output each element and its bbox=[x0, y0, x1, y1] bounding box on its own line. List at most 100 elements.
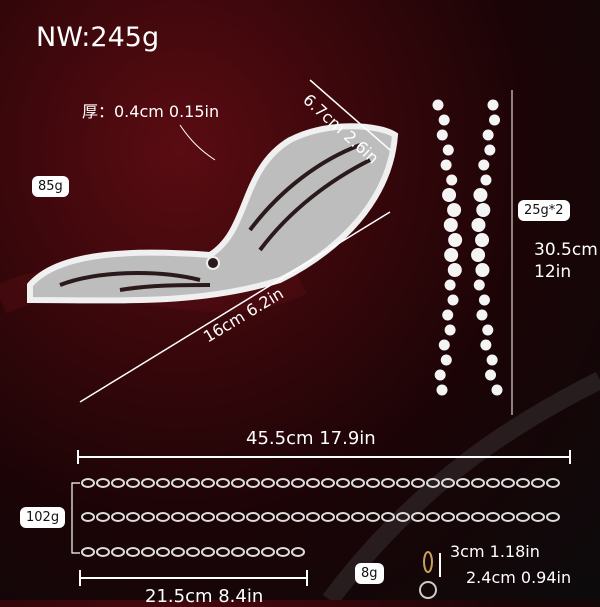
chain-link bbox=[546, 478, 560, 488]
pearl bbox=[436, 384, 448, 396]
chain-link bbox=[141, 512, 155, 522]
pearl bbox=[436, 129, 448, 141]
pearl bbox=[442, 309, 454, 321]
chain-link bbox=[441, 478, 455, 488]
chain-link bbox=[126, 512, 140, 522]
pearl bbox=[480, 339, 492, 351]
chain-link bbox=[291, 478, 305, 488]
chain-link bbox=[201, 512, 215, 522]
pearl bbox=[484, 144, 496, 156]
ring-diameter-label: 2.4cm 0.94in bbox=[466, 568, 572, 587]
pearl bbox=[442, 188, 457, 202]
pearl-straps: /* placeholder */ bbox=[432, 99, 503, 396]
chain-link bbox=[126, 478, 140, 488]
pearl bbox=[442, 144, 454, 156]
chain-link bbox=[81, 512, 95, 522]
pearl bbox=[486, 354, 498, 366]
pearl bbox=[473, 188, 488, 202]
long-chain-length: 45.5cm 17.9in bbox=[246, 428, 376, 449]
chain-link bbox=[486, 478, 500, 488]
chain-link bbox=[321, 478, 335, 488]
pearl-length-cm: 30.5cm bbox=[534, 240, 598, 260]
chain-link bbox=[186, 547, 200, 557]
pearl bbox=[476, 203, 491, 217]
chain-link bbox=[201, 547, 215, 557]
wing-thickness-label: 厚：0.4cm 0.15in bbox=[82, 102, 220, 121]
chain-link bbox=[111, 547, 125, 557]
pearl bbox=[485, 369, 497, 381]
chain-link bbox=[426, 512, 440, 522]
pearl bbox=[444, 324, 456, 336]
chains bbox=[81, 478, 560, 557]
chain-link bbox=[546, 512, 560, 522]
chain-link bbox=[531, 478, 545, 488]
chain-link bbox=[456, 478, 470, 488]
chain-link bbox=[111, 478, 125, 488]
pearl bbox=[475, 233, 490, 247]
pearl bbox=[432, 99, 444, 111]
pearl bbox=[446, 174, 458, 186]
chain-link bbox=[81, 547, 95, 557]
chain-link bbox=[246, 478, 260, 488]
chain-link bbox=[156, 478, 170, 488]
pearl bbox=[473, 279, 485, 291]
chain-link bbox=[486, 512, 500, 522]
pearl bbox=[478, 159, 490, 171]
wing-pendant bbox=[27, 123, 399, 304]
chain-link bbox=[531, 512, 545, 522]
pearl bbox=[476, 309, 488, 321]
chain-weight-badge: 102g bbox=[20, 507, 66, 528]
chain-link bbox=[246, 512, 260, 522]
wing-weight-badge: 85g bbox=[32, 176, 69, 197]
chain-link bbox=[396, 512, 410, 522]
chain-link bbox=[261, 547, 275, 557]
pearl bbox=[482, 324, 494, 336]
hook-length-label: 3cm 1.18in bbox=[450, 542, 540, 561]
pearl bbox=[447, 263, 462, 277]
chain-link bbox=[96, 512, 110, 522]
chain-link bbox=[471, 512, 485, 522]
chain-link bbox=[186, 478, 200, 488]
chain-link bbox=[171, 512, 185, 522]
chain-link bbox=[396, 478, 410, 488]
chain-link bbox=[201, 478, 215, 488]
pearl bbox=[440, 354, 452, 366]
chain-link bbox=[366, 512, 380, 522]
chain-link bbox=[516, 478, 530, 488]
chain-link bbox=[471, 478, 485, 488]
chain-link bbox=[141, 478, 155, 488]
pearl-length-in: 12in bbox=[534, 262, 572, 282]
chain-link bbox=[426, 478, 440, 488]
chain-link bbox=[351, 478, 365, 488]
chain-link bbox=[291, 512, 305, 522]
chain-link bbox=[306, 512, 320, 522]
chain-bracket bbox=[71, 482, 80, 554]
pearl bbox=[487, 99, 499, 111]
pearl bbox=[471, 248, 486, 262]
chain-link bbox=[231, 478, 245, 488]
chain-link bbox=[411, 478, 425, 488]
chain-link bbox=[441, 512, 455, 522]
chain-link bbox=[216, 547, 230, 557]
chain-link bbox=[231, 547, 245, 557]
chain-link bbox=[246, 547, 260, 557]
chain-link bbox=[351, 512, 365, 522]
pearl bbox=[448, 233, 463, 247]
pearl bbox=[444, 248, 459, 262]
pearl bbox=[482, 129, 494, 141]
chain-link bbox=[231, 512, 245, 522]
chain-link bbox=[186, 512, 200, 522]
chain-link bbox=[111, 512, 125, 522]
chain-link bbox=[366, 478, 380, 488]
chain-link bbox=[216, 512, 230, 522]
chain-link bbox=[141, 547, 155, 557]
chain-link bbox=[501, 478, 515, 488]
short-chain-length: 21.5cm 8.4in bbox=[145, 586, 264, 607]
thickness-pointer bbox=[179, 124, 216, 161]
chain-link bbox=[126, 547, 140, 557]
chain-link bbox=[501, 512, 515, 522]
chain-link bbox=[156, 547, 170, 557]
chain-link bbox=[171, 478, 185, 488]
chain-link bbox=[171, 547, 185, 557]
